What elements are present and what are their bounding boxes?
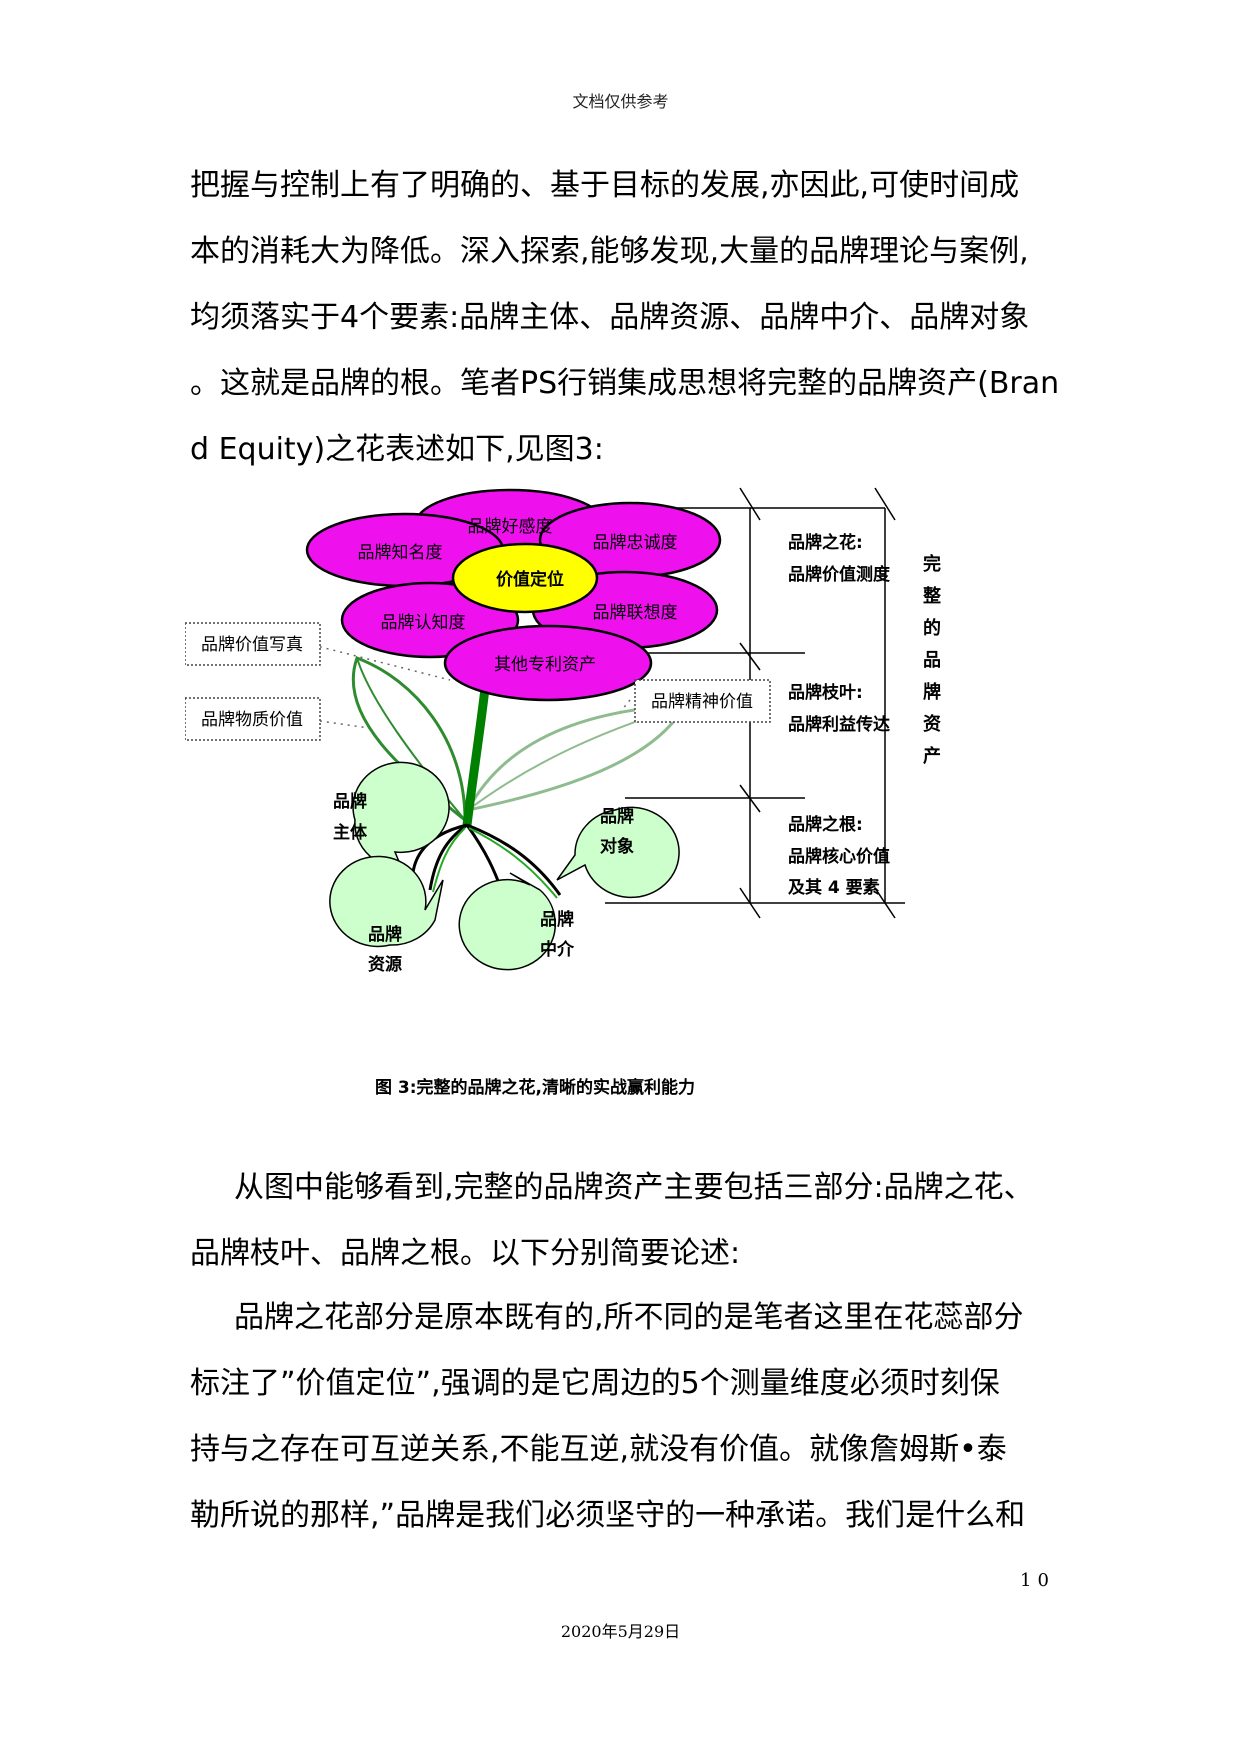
- text-line: 均须落实于4个要素:品牌主体、品牌资源、品牌中介、品牌对象: [190, 300, 1030, 335]
- bubble-text: 品牌: [368, 924, 402, 945]
- petal-qita: [443, 624, 653, 702]
- petal-label-qita: 其他专利资产: [494, 655, 596, 675]
- bubble-text: 品牌: [333, 791, 367, 812]
- text-line: 。这就是品牌的根。笔者PS行销集成思想将完整的品牌资产(Bran: [190, 366, 1060, 401]
- petal-label-zhongcheng: 品牌忠诚度: [593, 533, 678, 553]
- section-label: 及其 4 要素: [788, 877, 880, 898]
- petal-labels: 品牌好感度 品牌知名度 品牌忠诚度 价值定位 品牌认知度 品牌联想度 其他专利资…: [358, 517, 678, 675]
- text-line: 持与之存在可互逆关系,不能互逆,就没有价值。就像詹姆斯•泰: [190, 1432, 1007, 1467]
- petal-label-zhiming: 品牌知名度: [358, 543, 443, 563]
- brand-flower-figure: 品牌好感度 品牌知名度 品牌忠诚度 价值定位 品牌认知度 品牌联想度 其他专利资…: [184, 480, 1055, 1144]
- petal-label-lianxiang: 品牌联想度: [593, 603, 678, 623]
- vertical-title-char: 整: [922, 585, 941, 607]
- box-wuzhi: 品牌物质价值: [201, 710, 303, 730]
- label-boxes: 品牌价值写真 品牌物质价值 品牌精神价值: [184, 622, 771, 741]
- box-jingshen: 品牌精神价值: [651, 692, 753, 712]
- bubble-ziyuan: [329, 855, 444, 948]
- text-line: 从图中能够看到,完整的品牌资产主要包括三部分:品牌之花、: [234, 1170, 1034, 1205]
- element-bubbles: [329, 761, 680, 971]
- vertical-title-char: 资: [923, 713, 941, 735]
- section-label: 品牌价值测度: [788, 564, 891, 585]
- vertical-title-char: 的: [923, 617, 941, 639]
- page-footer-date: 2020年5月29日: [560, 1622, 681, 1641]
- text-line: 把握与控制上有了明确的、基于目标的发展,亦因此,可使时间成: [190, 168, 1020, 203]
- text-line: 品牌枝叶、品牌之根。以下分别简要论述:: [190, 1236, 741, 1271]
- bubble-labels: 品牌 主体 品牌 对象 品牌 资源 品牌 中介: [333, 791, 634, 975]
- section-label: 品牌之根:: [788, 814, 863, 835]
- vertical-title-char: 品: [923, 650, 941, 671]
- section-label: 品牌利益传达: [788, 714, 890, 735]
- text-line: 本的消耗大为降低。深入探索,能够发现,大量的品牌理论与案例,: [190, 234, 1029, 269]
- bubble-text: 主体: [333, 822, 368, 843]
- center-label: 价值定位: [496, 569, 564, 590]
- vertical-title-char: 完: [923, 553, 941, 575]
- vertical-title-char: 产: [923, 745, 941, 767]
- text-line: 品牌之花部分是原本既有的,所不同的是笔者这里在花蕊部分: [234, 1300, 1024, 1335]
- vertical-title-char: 牌: [923, 681, 941, 703]
- bubble-zhongjie: [458, 872, 556, 971]
- brand-flower-diagram: 品牌好感度 品牌知名度 品牌忠诚度 价值定位 品牌认知度 品牌联想度 其他专利资…: [184, 487, 941, 1098]
- page-header: 文档仅供参考: [572, 92, 669, 111]
- petal-label-haogan: 品牌好感度: [468, 517, 553, 537]
- figure-caption: 图 3:完整的品牌之花,清晰的实战赢利能力: [375, 1077, 695, 1098]
- paragraph-overview: 从图中能够看到,完整的品牌资产主要包括三部分:品牌之花、 品牌枝叶、品牌之根。以…: [190, 1155, 1060, 1287]
- text-line: 勒所说的那样,”品牌是我们必须坚守的一种承诺。我们是什么和: [190, 1498, 1026, 1533]
- paragraph-flower: 品牌之花部分是原本既有的,所不同的是笔者这里在花蕊部分 标注了”价值定位”,强调…: [190, 1285, 1060, 1549]
- roots-green: [432, 827, 558, 899]
- vertical-title: 完 整 的 品 牌 资 产: [922, 553, 941, 767]
- section-label: 品牌枝叶:: [788, 682, 863, 703]
- bubble-text: 对象: [600, 836, 634, 857]
- page-number: 10: [1020, 1570, 1055, 1591]
- bubble-text: 中介: [540, 939, 575, 960]
- bubble-duixiang: [556, 806, 680, 899]
- bubble-text: 品牌: [540, 909, 574, 930]
- petal-label-renzhi: 品牌认知度: [381, 613, 466, 633]
- flower-petals: [305, 488, 722, 702]
- section-label: 品牌之花:: [788, 532, 863, 553]
- section-labels: 品牌之花: 品牌价值测度 品牌枝叶: 品牌利益传达 品牌之根: 品牌核心价值 及…: [788, 532, 891, 898]
- box-xiezhen: 品牌价值写真: [201, 635, 303, 655]
- bubble-text: 资源: [368, 954, 402, 975]
- flower-center: [451, 542, 599, 614]
- text-line: 标注了”价值定位”,强调的是它周边的5个测量维度必须时刻保: [190, 1366, 1000, 1401]
- bubble-text: 品牌: [600, 806, 634, 827]
- bracket-lines: [605, 487, 905, 919]
- section-label: 品牌核心价值: [788, 846, 890, 867]
- paragraph-intro: 把握与控制上有了明确的、基于目标的发展,亦因此,可使时间成 本的消耗大为降低。深…: [190, 153, 1060, 483]
- text-line: d Equity)之花表述如下,见图3:: [190, 432, 604, 467]
